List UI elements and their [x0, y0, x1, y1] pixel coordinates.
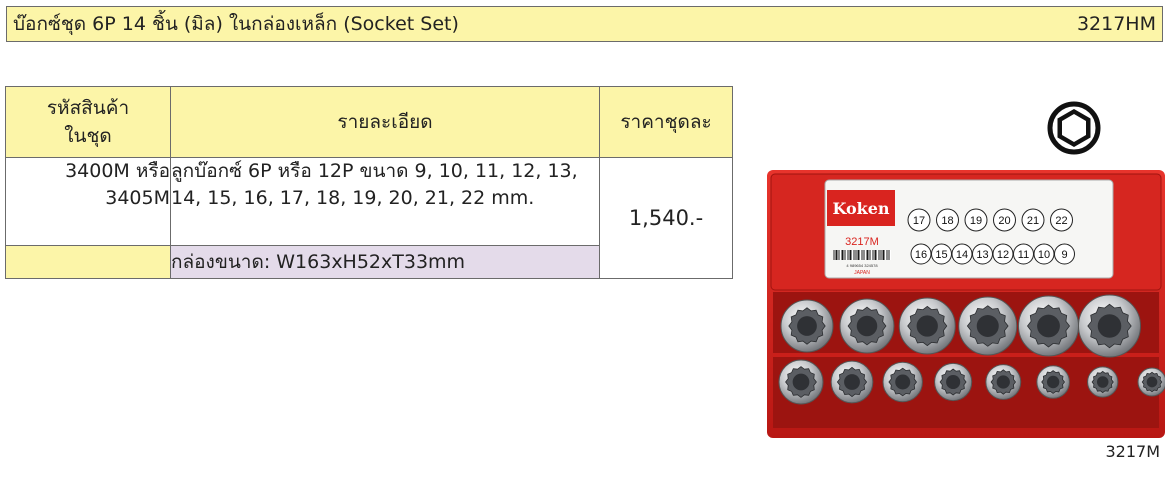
header-price-label: ราคาชุดละ	[620, 111, 712, 133]
cell-box-size: กล่องขนาด: W163xH52xT33mm	[170, 245, 600, 279]
size-bottom-label-9: 9	[1061, 249, 1067, 261]
size-bottom-label-11: 11	[1018, 249, 1029, 261]
header-desc-label: รายละเอียด	[337, 111, 433, 133]
size-top-label-20: 20	[998, 215, 1010, 227]
size-bottom-label-10: 10	[1038, 249, 1050, 261]
size-bottom-circle-9	[1054, 243, 1075, 265]
size-top-circle-22	[1050, 208, 1073, 232]
size-row-top: 17 18 19 20 21 22	[907, 208, 1073, 232]
origin-label: JAPAN	[854, 270, 870, 276]
cell-desc: ลูกบ๊อกซ์ 6P หรือ 12P ขนาด 9, 10, 11, 12…	[170, 157, 600, 246]
size-top-label-17: 17	[913, 215, 925, 227]
item-price: 1,540.-	[628, 206, 704, 230]
size-row-bottom: 16 15 14 13 12 11 10 9	[910, 243, 1075, 265]
box-size-text: กล่องขนาด: W163xH52xT33mm	[171, 251, 466, 273]
size-top-label-21: 21	[1027, 215, 1039, 227]
product-image: Koken 3217M 4 989654 324578 JAPAN 17 18 19…	[767, 170, 1165, 438]
size-top-circle-20	[993, 208, 1016, 232]
header-desc: รายละเอียด	[170, 86, 600, 158]
size-bottom-label-15: 15	[935, 249, 947, 261]
size-top-circle-19	[964, 208, 988, 232]
size-top-circle-21	[1021, 208, 1045, 232]
brand-logo-text: Koken	[832, 199, 889, 218]
model-label: 3217M	[845, 236, 879, 248]
title-bar: บ๊อกซ์ชุด 6P 14 ชิ้น (มิล) ในกล่องเหล็ก …	[6, 6, 1163, 42]
size-bottom-label-14: 14	[956, 249, 968, 261]
size-top-label-19: 19	[970, 215, 982, 227]
header-code-label: รหัสสินค้า ในชุด	[46, 97, 130, 147]
cell-box-empty	[5, 245, 171, 279]
sockets-row-bottom	[778, 359, 1165, 405]
item-code: 3400M หรือ 3405M	[65, 160, 170, 209]
size-bottom-label-16: 16	[915, 249, 927, 261]
sockets-row-top	[780, 294, 1141, 358]
page-title: บ๊อกซ์ชุด 6P 14 ชิ้น (มิล) ในกล่องเหล็ก …	[13, 13, 459, 35]
header-price: ราคาชุดละ	[599, 86, 733, 158]
header-code: รหัสสินค้า ในชุด	[5, 86, 171, 158]
size-bottom-label-12: 12	[997, 249, 1009, 261]
cell-price: 1,540.-	[599, 157, 733, 279]
item-description: ลูกบ๊อกซ์ 6P หรือ 12P ขนาด 9, 10, 11, 12…	[171, 160, 578, 209]
size-top-circle-18	[936, 208, 959, 232]
size-top-label-22: 22	[1055, 215, 1067, 227]
size-top-label-18: 18	[941, 215, 953, 227]
spec-table: รหัสสินค้า ในชุด รายละเอียด ราคาชุดละ 34…	[5, 86, 733, 279]
image-caption: 3217M	[1105, 442, 1160, 461]
brand-badge	[827, 190, 895, 226]
size-bottom-label-13: 13	[976, 249, 988, 261]
product-code: 3217HM	[1076, 13, 1156, 35]
hex-socket-icon	[1047, 101, 1101, 155]
barcode-number: 4 989654 324578	[846, 263, 878, 268]
size-top-circle-17	[907, 208, 931, 232]
barcode	[833, 250, 891, 260]
cell-code: 3400M หรือ 3405M	[5, 157, 171, 246]
